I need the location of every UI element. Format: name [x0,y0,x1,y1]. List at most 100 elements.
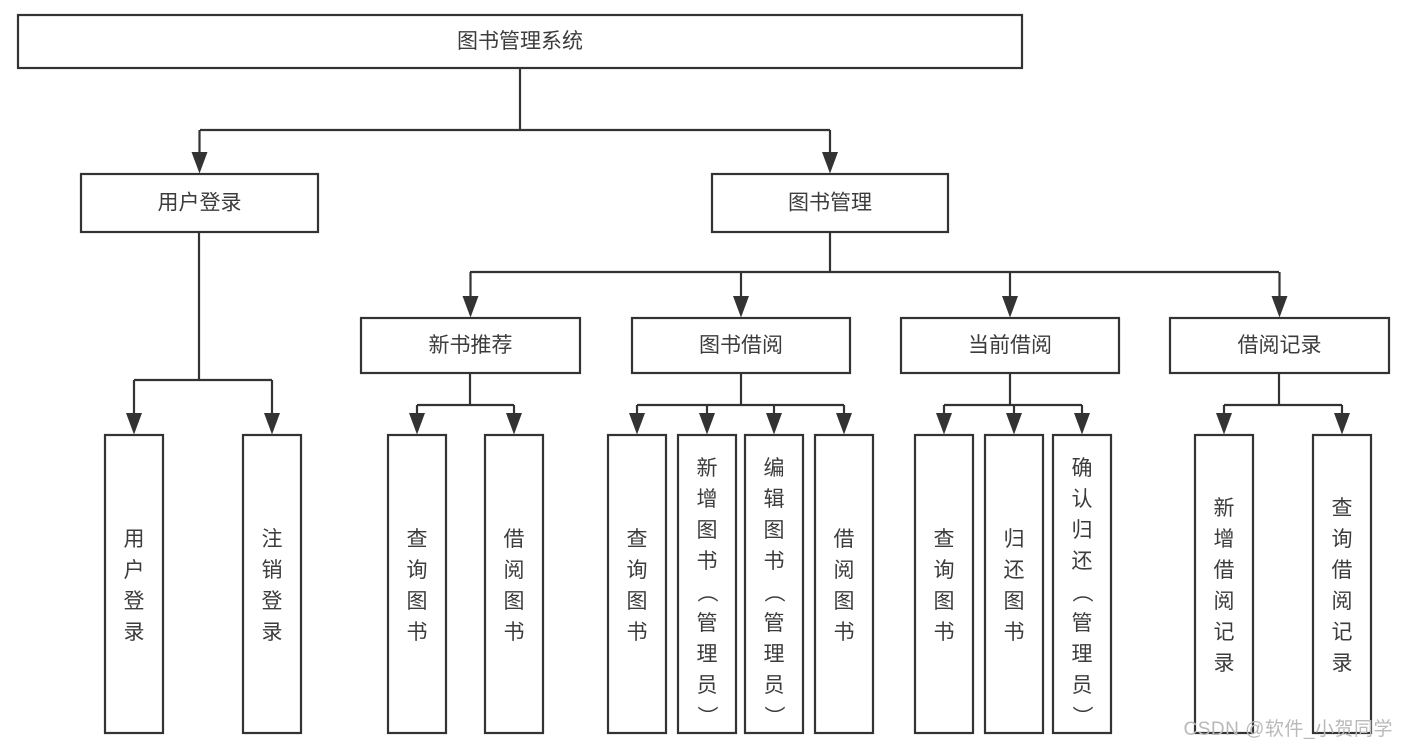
connector-new-book-rec-to-leaf-borrow-book-rec [506,405,522,435]
node-label-char: 登 [124,590,145,613]
node-label-char: 阅 [834,559,855,582]
connector-bus [637,373,844,407]
node-label: 图书管理系统 [457,30,583,53]
node-label-char: 书 [764,550,785,573]
connector-borrow-record-to-leaf-add-record [1216,405,1232,435]
node-label-char: 注 [262,528,283,551]
node-label-char: 记 [1214,621,1235,644]
node-label-char: 借 [504,528,525,551]
node-label-char: 记 [1332,621,1353,644]
connector-new-book-rec-to-leaf-query-book-rec [409,405,425,435]
node-label-char: 管 [764,612,785,635]
node-label-char: 理 [1072,643,1093,666]
connector-bus [1224,373,1342,407]
node-label-char: 书 [934,621,955,644]
node-label-char: 借 [834,528,855,551]
node-label: 用户登录 [158,192,242,215]
node-label-char: 图 [407,590,428,613]
node-label-char: 图 [934,590,955,613]
node-label-char: 查 [934,528,955,551]
node-label-char: 登 [262,590,283,613]
node-label-char: ） [1070,706,1093,727]
node-label-char: 书 [834,621,855,644]
connector-bus [470,232,1279,274]
connector-user-login-to-leaf-logout [264,380,280,435]
node-label-char: 询 [1332,528,1353,551]
node-label-char: 编 [764,457,785,480]
connector-book-borrow-to-leaf-borrow-book [836,405,852,435]
node-label-char: 借 [1332,559,1353,582]
node-label-char: 书 [627,621,648,644]
node-label-char: （ [695,582,718,603]
connector-current-borrow-to-leaf-query-book-cur [936,405,952,435]
node-label: 图书管理 [788,192,872,215]
node-label-char: 询 [934,559,955,582]
node-leaf-user-login[interactable]: 用户登录 [103,433,165,735]
node-borrow-record[interactable]: 借阅记录 [1168,316,1391,375]
connector-book-manage-to-new-book-rec [462,272,479,318]
node-label-char: 查 [407,528,428,551]
node-label-char: 查 [1332,497,1353,520]
node-label-char: 销 [262,559,283,582]
node-label: 当前借阅 [968,334,1052,357]
node-label-char: 新 [1214,497,1235,520]
node-label-char: 新 [697,457,718,480]
node-label-char: 图 [1004,590,1025,613]
node-label-char: 辑 [764,488,785,511]
node-label-char: 员 [764,674,785,697]
node-label-char: 理 [764,643,785,666]
node-label-char: 还 [1004,559,1025,582]
node-label-char: 增 [697,488,718,511]
node-label-char: 查 [627,528,648,551]
node-label-char: 阅 [504,559,525,582]
node-layer: 图书管理系统用户登录图书管理新书推荐图书借阅当前借阅借阅记录用户登录注销登录查询… [16,13,1391,735]
node-label-char: 录 [124,621,145,644]
node-label-char: 录 [1214,652,1235,675]
connector-layer [126,68,1350,435]
node-label-char: 认 [1072,488,1093,511]
node-label-char: 归 [1072,519,1093,542]
connector-bus [944,373,1082,407]
node-new-book-rec[interactable]: 新书推荐 [359,316,582,375]
node-label-char: 图 [627,590,648,613]
node-label-char: 增 [1214,528,1235,551]
connector-current-borrow-to-leaf-return-book [1006,405,1022,435]
node-book-borrow[interactable]: 图书借阅 [630,316,852,375]
node-label-char: 书 [504,621,525,644]
node-label-char: 书 [697,550,718,573]
connector-book-manage-to-borrow-record [1271,272,1288,318]
node-label-char: （ [762,582,785,603]
node-current-borrow[interactable]: 当前借阅 [899,316,1121,375]
node-label-char: 图 [504,590,525,613]
node-label-char: 用 [124,528,145,551]
node-label-char: 归 [1004,528,1025,551]
node-label-char: 户 [124,559,145,582]
node-book-manage[interactable]: 图书管理 [710,172,950,234]
node-root[interactable]: 图书管理系统 [16,13,1024,70]
connector-bus [417,373,514,407]
connector-book-borrow-to-leaf-edit-book [766,405,782,435]
connector-root-to-user-login [191,130,208,174]
node-label-char: 确 [1072,457,1093,480]
node-label: 借阅记录 [1238,334,1322,357]
node-label-char: 书 [1004,621,1025,644]
node-user-login[interactable]: 用户登录 [79,172,320,234]
node-label-char: 图 [697,519,718,542]
node-label-char: 员 [1072,674,1093,697]
connector-bus [134,232,272,382]
connector-root-to-book-manage [822,130,838,174]
node-label-char: 阅 [1332,590,1353,613]
